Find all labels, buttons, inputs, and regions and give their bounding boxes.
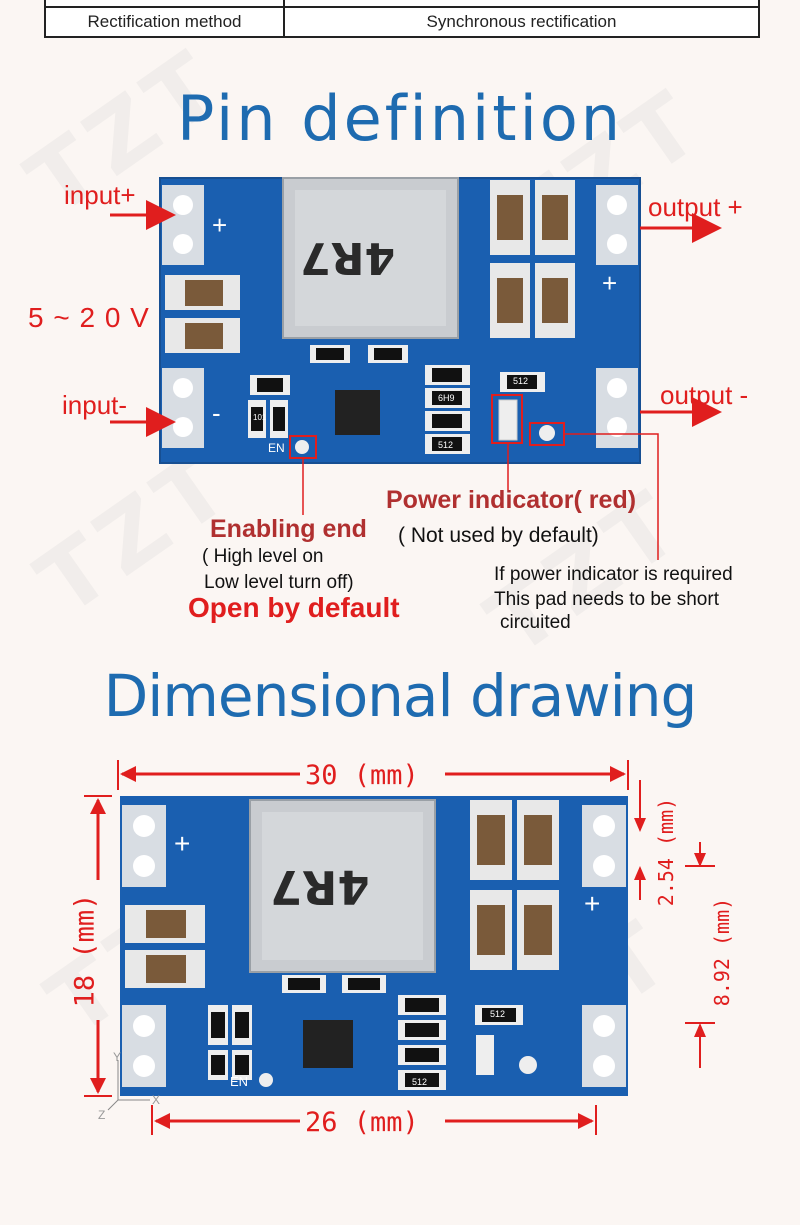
bottom-silk-en: EN (230, 1074, 249, 1089)
enabling-end-default: Open by default (188, 592, 400, 623)
dimensional-drawing-title: Dimensional drawing (103, 662, 698, 730)
spacing-8-92mm-label: 8.92 (mm) (710, 897, 735, 1007)
axis-marks (107, 1060, 150, 1111)
power-indicator-title: Power indicator( red) (386, 486, 637, 514)
enabling-end-line1: ( High level on (202, 546, 324, 567)
top-pcb-board (110, 177, 722, 560)
bottom-indicator-pad (519, 1056, 537, 1074)
silk-en: EN (268, 441, 285, 455)
input-plus-pads (162, 185, 204, 265)
resistors (248, 345, 545, 454)
output-plus-pads (596, 185, 638, 265)
bottom-output-plus-pads (582, 805, 626, 887)
inductor-marking: 4R7 (300, 232, 396, 283)
output-capacitors (490, 180, 575, 338)
bottom-inductor-marking: 4R7 (270, 860, 370, 914)
table-divider (46, 0, 758, 8)
input-capacitors (165, 275, 240, 353)
bottom-resistors (208, 975, 523, 1090)
bottom-resistor-code: 512 (412, 1077, 428, 1087)
power-led (498, 399, 518, 441)
bottom-input-capacitors (125, 905, 205, 988)
output-minus-label: output - (660, 380, 749, 410)
pad-note-line2: This pad needs to be short (494, 589, 719, 610)
output-plus-label: output + (648, 192, 743, 222)
enabling-end-title: Enabling end (210, 515, 367, 543)
bottom-input-plus-pads (122, 805, 166, 887)
silk-minus-input: - (212, 398, 221, 428)
pitch-2-54mm-label: 2.54 (mm) (654, 797, 679, 907)
pad-note-line1: If power indicator is required (494, 564, 733, 585)
bottom-output-capacitors (470, 800, 559, 970)
bottom-pcb-board (120, 796, 628, 1096)
bottom-resistor-code: 512 (490, 1009, 506, 1019)
voltage-label: 5 ~ 2 0 V (28, 302, 150, 333)
input-minus-label: input- (62, 390, 128, 420)
pad-note-line3: circuited (500, 612, 571, 633)
width-30mm-label: 30 (mm) (305, 760, 419, 791)
bottom-enable-pad (259, 1073, 273, 1087)
inductor (282, 177, 459, 339)
indicator-pad (539, 425, 555, 441)
resistor-code: 512 (438, 440, 454, 450)
enabling-end-line2: Low level turn off) (204, 572, 354, 593)
resistor-code: 101 (253, 413, 267, 422)
table-param-cell: Rectification method (46, 0, 285, 36)
bottom-ic-chip (303, 1020, 353, 1068)
height-18mm-label: 18 (mm) (69, 893, 101, 1008)
bottom-silk-plus: + (174, 828, 191, 859)
power-indicator-note: ( Not used by default) (398, 524, 599, 547)
pin-definition-title: Pin definition (176, 82, 624, 155)
resistor-code: 6H9 (438, 393, 455, 403)
dimension-lines (84, 760, 715, 1135)
bottom-input-minus-pads (122, 1005, 166, 1087)
ic-chip (335, 390, 380, 435)
enable-pad (295, 440, 309, 454)
silk-plus-output: + (602, 268, 618, 298)
silk-plus-input: + (212, 210, 228, 240)
resistor-code: 512 (513, 376, 529, 386)
bottom-silk-plus-output: + (584, 888, 601, 919)
led-highlight (491, 394, 523, 444)
output-minus-pads (596, 368, 638, 448)
spec-table: Rectification method Synchronous rectifi… (44, 0, 760, 38)
axis-y-label: Y (113, 1050, 122, 1064)
input-plus-label: input+ (64, 180, 136, 210)
axis-x-label: X (152, 1093, 161, 1107)
bottom-output-minus-pads (582, 1005, 626, 1087)
axis-z-label: Z (98, 1108, 106, 1122)
bottom-inductor (249, 799, 436, 973)
table-value-cell: Synchronous rectification (426, 12, 617, 31)
input-minus-pads (162, 368, 204, 448)
bottom-power-led (476, 1035, 494, 1075)
width-26mm-label: 26 (mm) (305, 1107, 419, 1138)
